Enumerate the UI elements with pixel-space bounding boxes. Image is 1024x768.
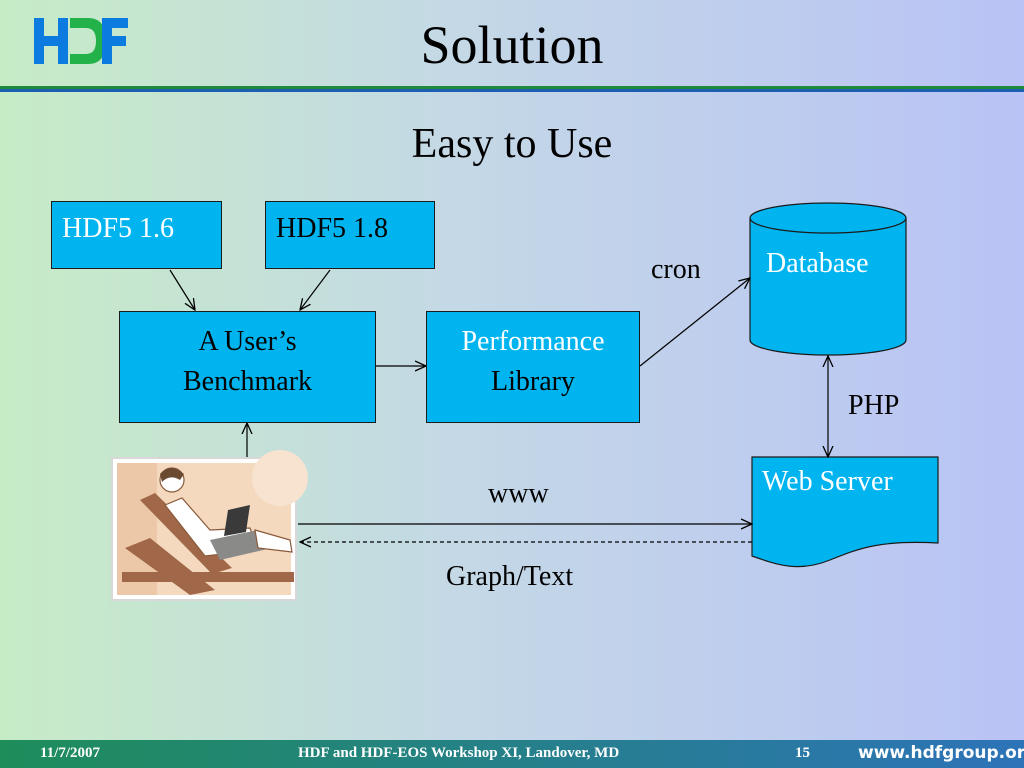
- slide-title: Solution: [420, 15, 604, 75]
- node-hdf5-1-8: HDF5 1.8: [265, 201, 435, 269]
- hdf-logo-icon: [34, 18, 128, 64]
- slide-subtitle: Easy to Use: [411, 121, 613, 167]
- node-user-benchmark-line2: Benchmark: [182, 366, 313, 397]
- footer-date: 11/7/2007: [40, 745, 101, 761]
- web-server-document: [751, 456, 939, 568]
- footer-page-number: 15: [795, 745, 810, 761]
- slide-footer: 11/7/2007 HDF and HDF-EOS Workshop XI, L…: [0, 740, 1024, 768]
- footer-event: HDF and HDF-EOS Workshop XI, Landover, M…: [298, 745, 620, 761]
- node-hdf5-1-6: HDF5 1.6: [51, 201, 222, 269]
- node-performance-library: Performance Library: [426, 311, 640, 423]
- node-user-benchmark-line1: A User’s: [198, 326, 297, 357]
- user-laptop-clipart-icon: [111, 450, 308, 601]
- node-hdf5-1-8-label: HDF5 1.8: [276, 213, 389, 244]
- edge-label-php: PHP: [848, 390, 900, 421]
- arrow-library-to-database: [639, 278, 750, 367]
- database-cylinder: [749, 202, 907, 356]
- header-rule-blue: [0, 89, 1024, 92]
- edge-label-graph-text: Graph/Text: [446, 561, 574, 592]
- edge-label-www: www: [488, 478, 549, 509]
- node-performance-library-line1: Performance: [461, 326, 605, 357]
- arrow-hdf18-to-benchmark: [300, 269, 331, 310]
- footer-url: www.hdfgroup.org: [858, 743, 1024, 763]
- node-performance-library-line2: Library: [491, 366, 575, 397]
- web-server-label: Web Server: [762, 466, 893, 497]
- node-user-benchmark: A User’s Benchmark: [119, 311, 376, 423]
- header-rule-green: [0, 86, 1024, 89]
- node-hdf5-1-6-label: HDF5 1.6: [62, 213, 175, 244]
- edge-label-cron: cron: [651, 254, 701, 285]
- arrow-hdf16-to-benchmark: [169, 269, 195, 310]
- database-label: Database: [766, 248, 869, 279]
